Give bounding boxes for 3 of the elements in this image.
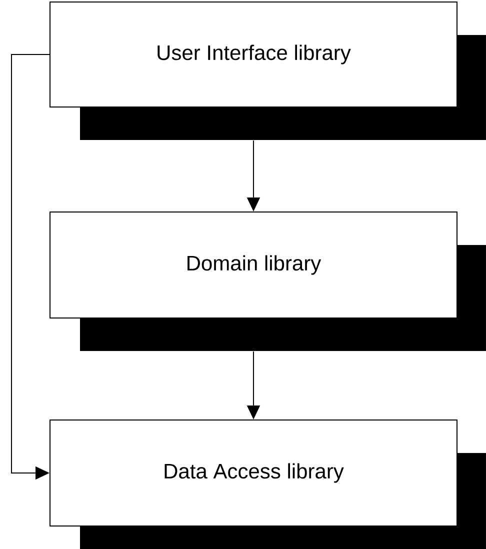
process-box: User Interface library [50,2,486,140]
process-box: Domain library [50,212,486,351]
process-box: Data Access library [50,420,486,549]
